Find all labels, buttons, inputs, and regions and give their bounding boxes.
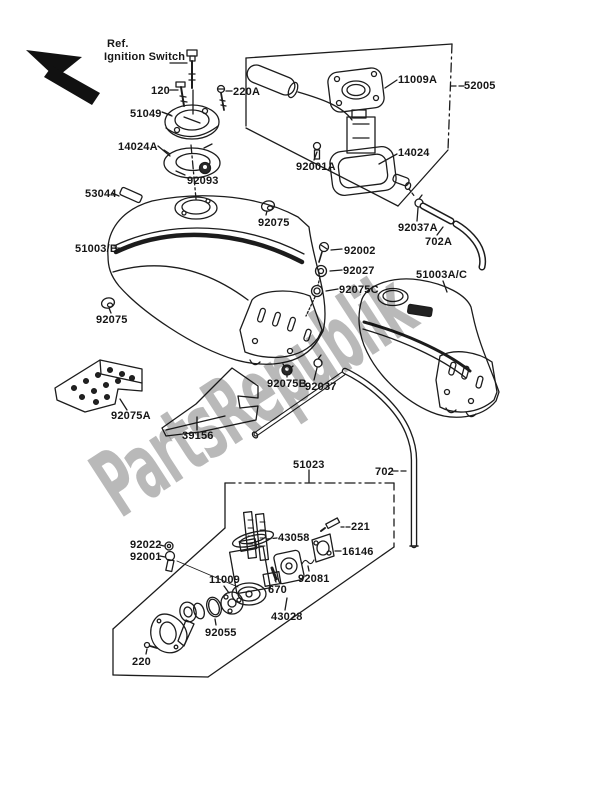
part-label-92055: 92055: [205, 627, 237, 639]
nut-92075b: [281, 364, 293, 378]
screw-92001a: [312, 141, 322, 161]
fuel-tank-left: [107, 195, 326, 370]
part-label-92001: 92001: [130, 551, 162, 563]
part-label-92075c: 92075C: [339, 284, 379, 296]
rubber-pad-92075a: [54, 359, 143, 413]
part-label-51003b: 51003/B: [75, 243, 118, 255]
fuel-gauge-box: [245, 43, 453, 207]
part-label-53044: 53044: [85, 188, 117, 200]
part-label-92075b: 92075B: [267, 378, 307, 390]
cap-centerline: [190, 144, 197, 200]
fuel-tap-box: [112, 469, 395, 678]
bolt-92002: [318, 241, 343, 263]
screw-220: [143, 641, 158, 655]
part-label-92081: 92081: [298, 573, 330, 585]
diaphragm-43028: [273, 549, 305, 611]
gasket-11009: [220, 585, 244, 615]
standpipe-43058: [231, 511, 278, 561]
cup-14024: [329, 145, 412, 197]
part-label-11009: 11009: [209, 574, 240, 586]
part-label-51049: 51049: [130, 108, 162, 120]
flange-11009a: [327, 67, 398, 113]
part-label-52005: 52005: [464, 80, 496, 92]
leader-lines: [111, 90, 233, 249]
part-label-702a: 702A: [425, 236, 453, 248]
hose-702a: [419, 202, 487, 271]
part-label-92027: 92027: [343, 265, 375, 277]
damper-92075c: [305, 284, 339, 317]
part-label-92075a: 92075A: [111, 410, 151, 422]
hose-702: [341, 367, 419, 549]
cover-plate: [150, 613, 188, 654]
oring-92055: [206, 596, 222, 626]
collar-92027: [314, 264, 343, 286]
part-label-221: 221: [351, 521, 370, 533]
part-label-92093: 92093: [187, 175, 219, 187]
part-label-11009a: 11009A: [398, 74, 438, 86]
pin-670: [270, 566, 278, 583]
clamp-92037: [313, 354, 323, 381]
part-label-92037: 92037: [305, 381, 337, 393]
part-label-43028: 43028: [271, 611, 303, 623]
part-label-702: 702: [375, 466, 394, 478]
fuel-tap-body: [228, 538, 282, 606]
nut-92093: [198, 161, 212, 175]
part-label-92075-right: 92075: [258, 217, 290, 229]
part-label-92075-left: 92075: [96, 314, 128, 326]
fuel-tank-right: [358, 278, 500, 418]
part-label-92037a: 92037A: [398, 222, 438, 234]
part-label-120: 120: [151, 85, 170, 97]
clamp-92037a: [408, 188, 424, 222]
part-label-220: 220: [132, 656, 151, 668]
heat-guard-39156: [161, 367, 259, 437]
bolt-92001: [159, 550, 239, 588]
part-label-51023: 51023: [293, 459, 325, 471]
part-label-670: 670: [268, 584, 287, 596]
part-label-16146: 16146: [342, 546, 374, 558]
gasket-14024a: [157, 143, 221, 179]
part-label-43058: 43058: [278, 532, 310, 544]
part-label-14024a: 14024A: [118, 141, 158, 153]
ref-arrow-icon: [26, 50, 100, 105]
part-label-92001a: 92001A: [296, 161, 336, 173]
screw-221: [320, 517, 351, 532]
sender-bracket: [346, 109, 376, 154]
damper-92075-left: [100, 297, 116, 314]
plate-16146: [311, 533, 342, 563]
fuel-pipe: [251, 370, 347, 439]
ref-label-line1: Ref.: [107, 38, 129, 50]
washer-92022: [159, 541, 174, 551]
part-label-51003ac: 51003A/C: [416, 269, 468, 281]
damper-92075-right: [260, 200, 276, 216]
part-label-92002: 92002: [344, 245, 376, 257]
fuel-level-sender-52005: [246, 64, 465, 121]
pin-53044: [111, 186, 143, 204]
screw-220a: [216, 84, 233, 111]
bolt-120: [169, 81, 188, 107]
part-label-92022: 92022: [130, 539, 162, 551]
part-label-220a: 220A: [233, 86, 261, 98]
spring-92081: [301, 559, 315, 572]
part-label-14024: 14024: [398, 147, 430, 159]
part-label-39156: 39156: [182, 430, 214, 442]
ref-label-line2: Ignition Switch: [104, 51, 186, 63]
fuel-cap-51049: [161, 104, 220, 140]
